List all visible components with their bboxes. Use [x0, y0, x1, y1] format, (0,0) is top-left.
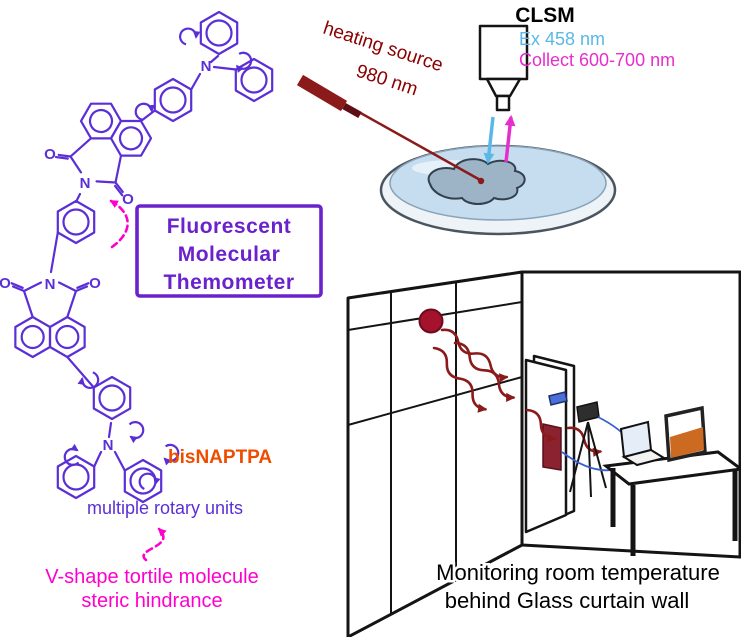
heat-wave-arrow: [431, 345, 489, 412]
oxygen-label: O: [0, 275, 11, 292]
naphthalimide-unit-top: [54, 92, 161, 198]
molecule-captions: bisNAPTPA multiple rotary units V-shape …: [45, 447, 272, 612]
room-caption-line2: behind Glass curtain wall: [445, 588, 690, 613]
laser-source-tip: [342, 102, 362, 119]
box-line-1: Fluorescent: [167, 215, 292, 238]
clsm-setup: heating source 980 nm CLSM Ex 458 nm Col…: [296, 4, 675, 236]
laser-beam: [356, 109, 483, 183]
phenyl-ring-bottom-1: [56, 454, 96, 500]
rotation-arrow-icon: [129, 421, 144, 438]
vshape-caption-line1: V-shape tortile molecule: [45, 566, 258, 588]
rotation-arrow-icon: [177, 25, 198, 45]
vshape-caption-line2: steric hindrance: [81, 590, 222, 612]
naphthalimide-unit-bottom: [10, 281, 90, 359]
oxygen-label: O: [89, 275, 101, 292]
phenyl-ring-top-2: [234, 57, 274, 103]
nitrogen-label: N: [201, 58, 212, 75]
emission-arrow: [504, 114, 516, 163]
clsm-excitation-label: Ex 458 nm: [519, 29, 605, 49]
display-content: [670, 427, 704, 458]
nitrogen-label: N: [80, 175, 91, 192]
room-caption-line1: Monitoring room temperature: [436, 560, 720, 585]
dashed-implies-arrow: [142, 527, 167, 562]
molecule-name: bisNAPTPA: [168, 447, 272, 468]
sun-heat-source: [418, 308, 444, 334]
excitation-arrow: [483, 116, 495, 165]
tripod-camera-body: [576, 401, 600, 423]
molecule-structure: N N N N O O O O: [0, 10, 274, 504]
room-scene: Monitoring room temperature behind Glass…: [346, 270, 741, 637]
rotation-arrow-icon: [132, 100, 153, 121]
central-benzene-ring: [56, 199, 96, 245]
label-box-border: [135, 204, 323, 298]
laptop-base: [621, 448, 667, 467]
clsm-title: CLSM: [515, 4, 575, 27]
blue-sensor-chip: [548, 391, 568, 406]
rotary-units-caption: multiple rotary units: [87, 498, 243, 518]
phenyl-ring-top-1: [199, 10, 239, 56]
bond-lines: [49, 54, 237, 472]
clsm-collection-label: Collect 600-700 nm: [519, 50, 675, 70]
tripod-legs: [569, 421, 607, 498]
thermometer-label-box: Fluorescent Molecular Themometer: [135, 204, 323, 298]
box-line-3: Themometer: [163, 271, 294, 294]
curtain-wall-mullions: [390, 282, 457, 614]
objective-tip: [495, 94, 511, 112]
oxygen-label: O: [44, 146, 56, 163]
sensor-film-panel: [542, 423, 562, 471]
objective-cone: [485, 77, 522, 98]
phenylene-ring-top: [153, 77, 193, 123]
steric-interaction-dashed-arrow: [109, 199, 129, 249]
laser-source-body: [296, 74, 348, 112]
nitrogen-label: N: [45, 276, 56, 293]
phenylene-ring-bottom: [92, 375, 132, 421]
room-back-wall: [520, 270, 741, 559]
oxygen-label: O: [122, 191, 134, 208]
table-legs: [610, 468, 738, 556]
box-line-2: Molecular: [178, 243, 281, 266]
nitrogen-label: N: [103, 437, 114, 454]
